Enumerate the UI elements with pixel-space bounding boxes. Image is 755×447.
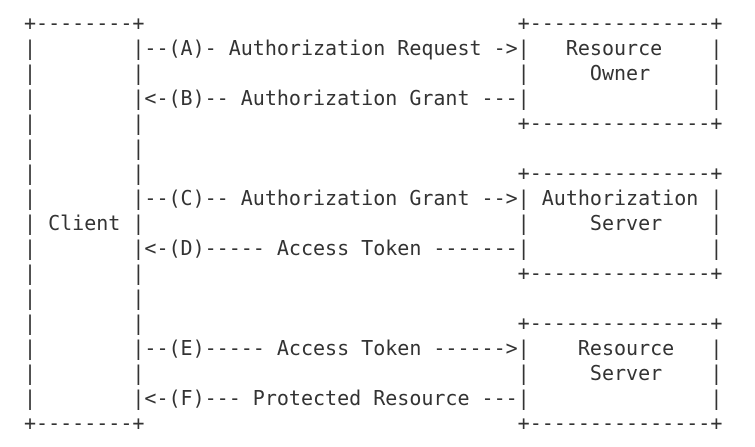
ascii-line-authorization-server-top-border: | | +---------------+ xyxy=(24,161,723,185)
ascii-line-flow-f-protected-resource: | |<-(F)--- Protected Resource ---| | xyxy=(24,386,723,410)
ascii-line-resource-owner-label: | | | Owner | xyxy=(24,61,723,85)
oauth-abstract-flow-diagram: +--------+ +---------------+ | |--(A)- A… xyxy=(24,11,723,435)
ascii-line-flow-a-authorization-request: | |--(A)- Authorization Request ->| Reso… xyxy=(24,36,723,60)
ascii-line-authorization-server-bottom-border: | | +---------------+ xyxy=(24,261,723,285)
ascii-line-resource-server-label: | | | Server | xyxy=(24,361,723,385)
ascii-line-client-box-gap: | | xyxy=(24,136,145,160)
ascii-line-flow-b-authorization-grant: | |<-(B)-- Authorization Grant ---| | xyxy=(24,86,723,110)
ascii-line-top-borders: +--------+ +---------------+ xyxy=(24,11,723,35)
ascii-line-flow-c-authorization-grant: | |--(C)-- Authorization Grant -->| Auth… xyxy=(24,186,723,210)
ascii-line-client-box-gap-2: | | xyxy=(24,286,145,310)
ascii-line-resource-server-top-border: | | +---------------+ xyxy=(24,311,723,335)
ascii-line-flow-e-access-token: | |--(E)----- Access Token ------>| Reso… xyxy=(24,336,723,360)
ascii-line-resource-owner-bottom-border: | | +---------------+ xyxy=(24,111,723,135)
ascii-line-flow-d-access-token: | |<-(D)----- Access Token -------| | xyxy=(24,236,723,260)
ascii-line-bottom-borders: +--------+ +---------------+ xyxy=(24,411,723,435)
ascii-line-client-label: | Client | | Server | xyxy=(24,211,723,235)
